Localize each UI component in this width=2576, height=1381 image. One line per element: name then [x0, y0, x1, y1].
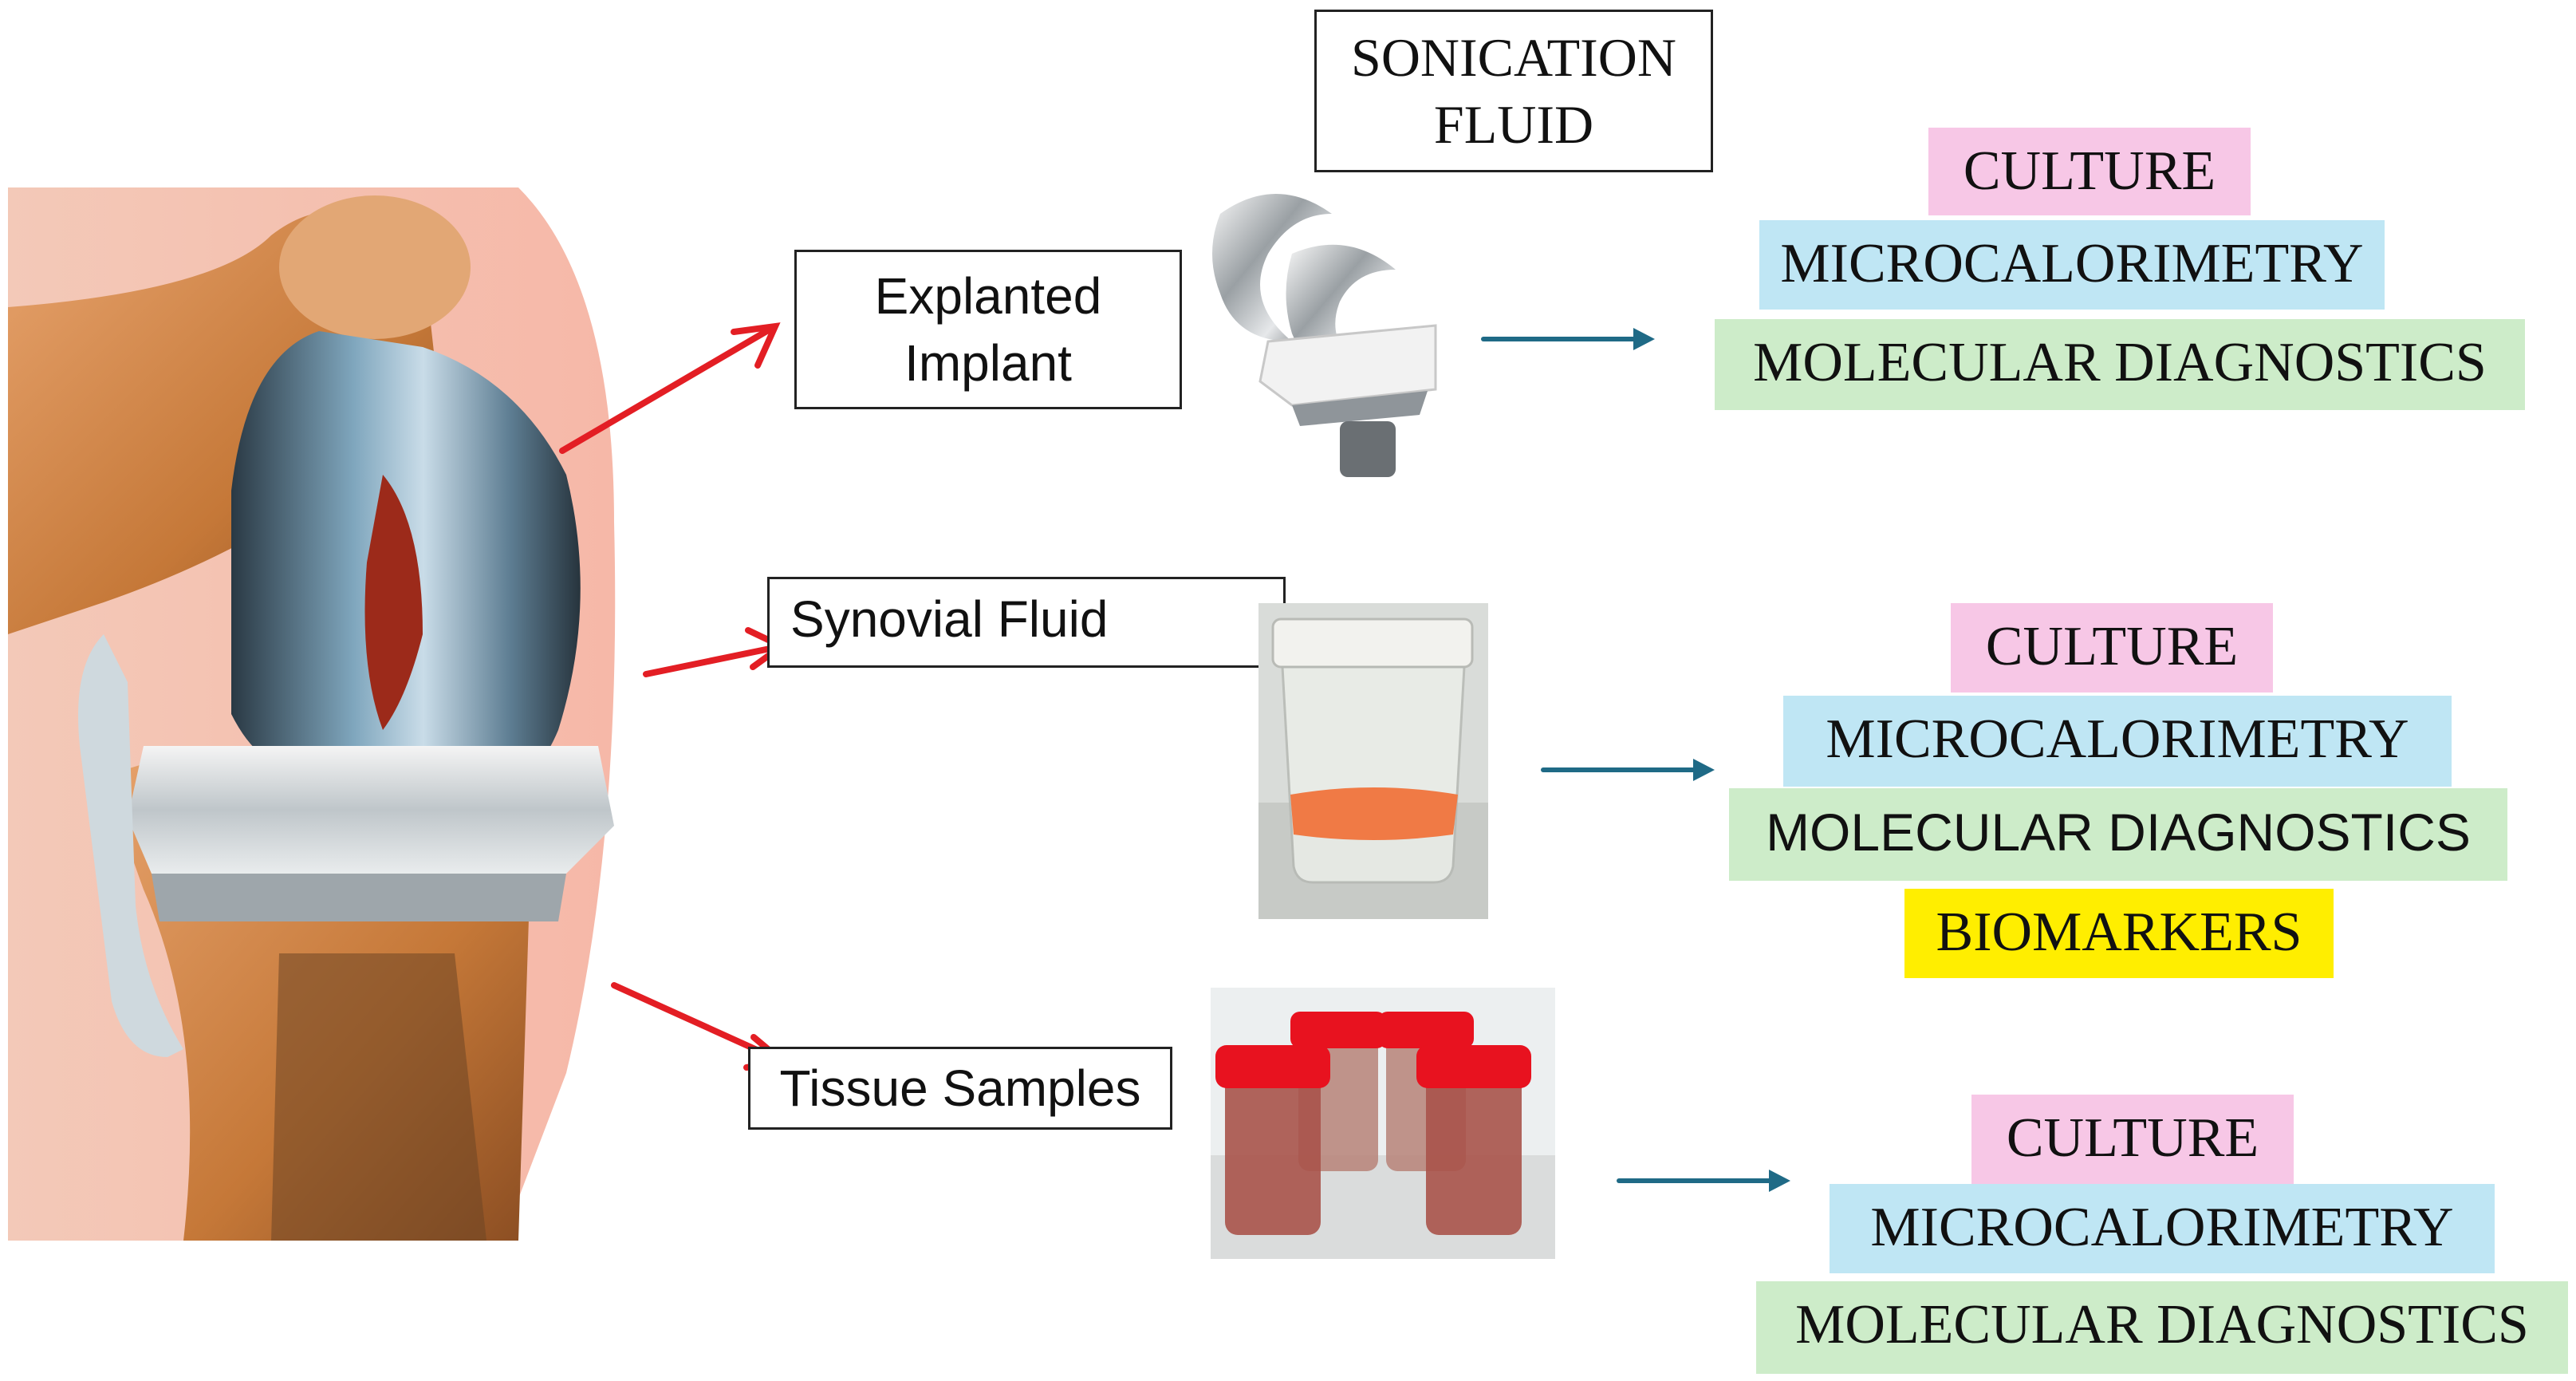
tissue-sample-containers-photo: [1211, 988, 1555, 1259]
tissue-culture-tag: CULTURE: [1971, 1095, 2294, 1187]
synovial-molecular-tag: MOLECULAR DIAGNOSTICS: [1729, 788, 2507, 881]
tissue-molecular-tag: MOLECULAR DIAGNOSTICS: [1756, 1281, 2568, 1374]
sonication-line1: SONICATION: [1351, 27, 1676, 88]
synovial-fluid-container-photo: [1258, 603, 1488, 919]
red-arrows: [559, 322, 791, 1071]
synovial-microcalorimetry-tag: MICROCALORIMETRY: [1783, 696, 2452, 787]
implant-microcalorimetry-tag: MICROCALORIMETRY: [1759, 220, 2385, 310]
synovial-culture-tag: CULTURE: [1951, 603, 2273, 692]
synovial-fluid-label: Synovial Fluid: [790, 590, 1109, 648]
synovial-fluid-box: Synovial Fluid: [767, 577, 1286, 668]
knee-implant-photo: [1212, 194, 1437, 477]
synovial-biomarkers-tag: BIOMARKERS: [1904, 889, 2334, 978]
tissue-microcalorimetry-tag: MICROCALORIMETRY: [1830, 1184, 2495, 1273]
sonication-line2: FLUID: [1433, 94, 1594, 155]
sonication-fluid-box: SONICATION FLUID: [1314, 10, 1713, 172]
knee-prosthesis-illustration: [8, 187, 616, 1241]
implant-molecular-tag: MOLECULAR DIAGNOSTICS: [1715, 319, 2525, 410]
red-arrow-explanted: [559, 324, 777, 454]
tissue-samples-box: Tissue Samples: [748, 1047, 1172, 1130]
explanted-implant-box: Explanted Implant: [794, 250, 1182, 409]
implant-culture-tag: CULTURE: [1928, 128, 2251, 215]
explanted-implant-line1: Explanted: [874, 267, 1102, 325]
explanted-implant-line2: Implant: [904, 334, 1072, 392]
red-arrow-synovial: [643, 643, 785, 677]
tissue-samples-label: Tissue Samples: [779, 1059, 1141, 1117]
blue-arrows: [1481, 328, 1790, 1192]
